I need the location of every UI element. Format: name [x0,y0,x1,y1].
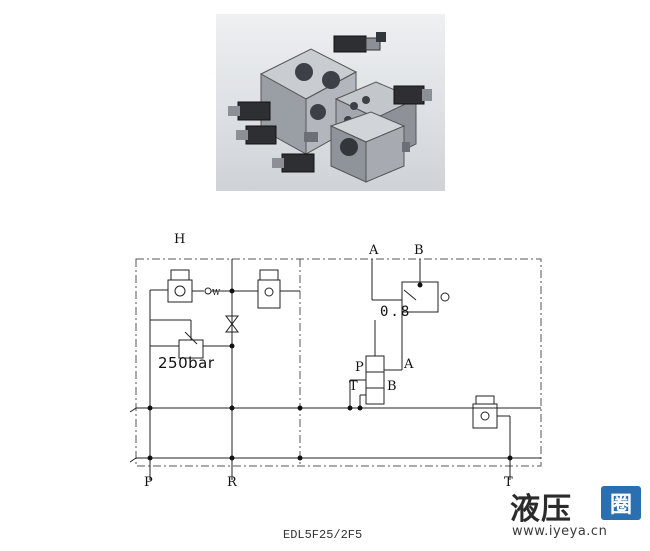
diagram-title: EDL5F25/2F5 [283,528,363,542]
label-b-valve: B [387,379,397,394]
watermark-brand: 液压 [510,492,572,527]
label-pressure: 250bar [158,354,215,372]
label-t-valve: T [349,379,358,394]
label-a-top: A [369,243,379,258]
main-lines [129,407,541,463]
directional-valve [365,355,385,405]
solenoid-valve-left [167,279,193,303]
junction-dots [147,282,513,461]
label-a-valve: A [404,357,414,372]
label-h: H [174,232,186,247]
section-h [149,259,300,480]
label-relief-setting: 0.8 [380,304,412,320]
label-p-bottom: P [144,475,153,490]
watermark-url: www.iyeya.cn [512,524,608,539]
label-t-bottom: T [504,475,513,490]
watermark-badge: 圈 [601,486,641,520]
valve-block-render [216,14,445,191]
section-ab [349,259,511,480]
label-check-w: W [212,288,221,297]
label-b-top: B [414,243,424,258]
label-r-bottom: R [227,475,237,490]
label-p-valve: P [355,360,364,375]
solenoid-valve-right [257,279,281,309]
